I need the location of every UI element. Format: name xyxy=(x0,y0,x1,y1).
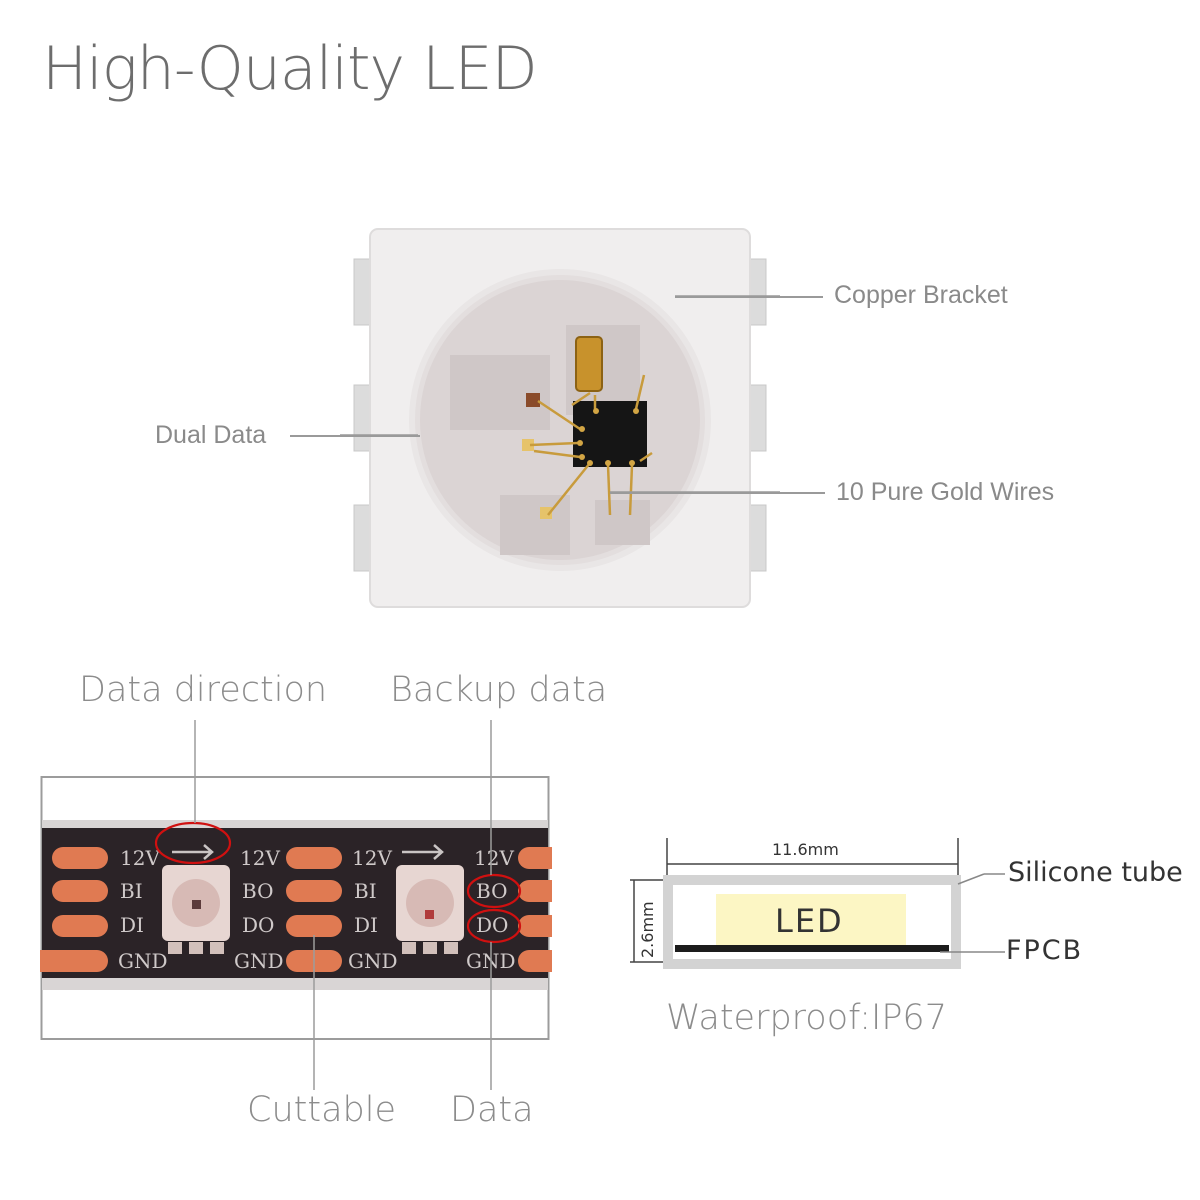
pad-label: GND xyxy=(234,949,284,973)
pad-label: BO xyxy=(476,879,507,903)
solder-pads xyxy=(40,847,552,972)
led-block xyxy=(716,894,906,946)
pad-label: GND xyxy=(348,949,398,973)
data-direction-highlight xyxy=(154,821,232,865)
fpcb-layer xyxy=(675,945,949,952)
pad-label: 12V xyxy=(352,846,392,870)
pad-label: DI xyxy=(120,913,144,937)
silicone-tube-label: Silicone tube xyxy=(1008,857,1183,888)
led-chip-diagram xyxy=(340,228,780,608)
page-title: High-Quality LED xyxy=(42,34,538,104)
cuttable-label: Cuttable xyxy=(247,1090,396,1130)
strip-led-2 xyxy=(396,865,464,954)
dual-data-label: Dual Data xyxy=(155,421,267,449)
gold-wires-label: 10 Pure Gold Wires xyxy=(836,478,1055,506)
pad-label: BI xyxy=(120,879,143,903)
width-dimension-label: 11.6mm xyxy=(772,840,839,859)
backup-data-highlight xyxy=(466,873,522,909)
pad-label: GND xyxy=(118,949,168,973)
fpcb-label: FPCB xyxy=(1006,935,1084,966)
led-block-label: LED xyxy=(775,902,844,940)
pad-label: BO xyxy=(242,879,273,903)
led-strip-diagram: 12V BI DI GND 12V BO DO GND 12V BI DI GN… xyxy=(40,720,552,1090)
strip-led-1 xyxy=(162,865,230,954)
pad-label: 12V xyxy=(474,846,514,870)
cross-section-diagram: 11.6mm 2.6mm LED xyxy=(630,838,1005,969)
data-highlight xyxy=(466,908,522,944)
pad-label: 12V xyxy=(120,846,160,870)
copper-bracket-label: Copper Bracket xyxy=(834,281,1008,309)
pad-label: DO xyxy=(242,913,274,937)
pad-label: BI xyxy=(354,879,377,903)
pad-label: DI xyxy=(354,913,378,937)
gold-wires xyxy=(529,374,653,516)
data-label: Data xyxy=(450,1090,534,1130)
pad-label: 12V xyxy=(240,846,280,870)
height-dimension-label: 2.6mm xyxy=(638,901,657,958)
data-direction-label: Data direction xyxy=(79,670,328,710)
capacitor xyxy=(575,336,603,392)
waterproof-label: Waterproof:IP67 xyxy=(666,998,947,1038)
pad-label: DO xyxy=(476,913,508,937)
backup-data-label: Backup data xyxy=(390,670,608,710)
